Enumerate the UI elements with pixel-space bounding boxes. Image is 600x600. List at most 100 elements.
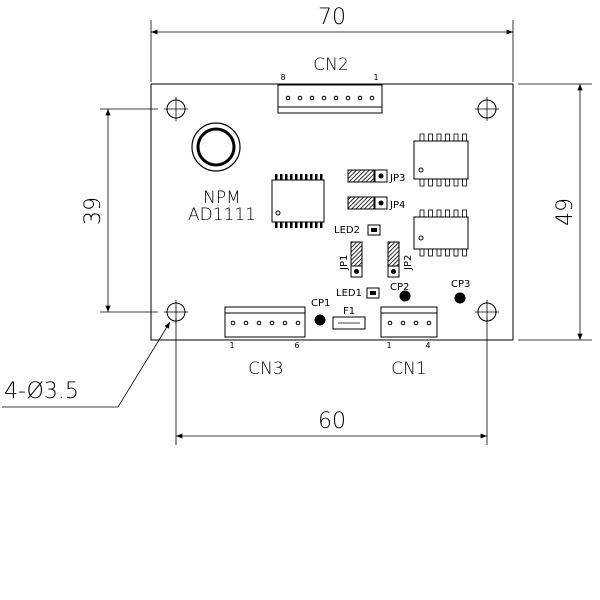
mounting-hole-bottom-right [475,300,499,324]
cn3-connector: 1 6 CN3 [224,306,306,379]
ic-lead [462,133,467,142]
ic-lead [436,209,442,218]
cn2-pin [321,95,327,101]
ic-lead [285,222,288,228]
dimension-right-height: 49 [518,83,592,341]
ic-lead [462,248,467,257]
cn1-pin [426,320,432,326]
ic-lead [453,248,459,257]
jumper-jp3: JP3 [347,169,405,184]
cn1-pin-1: 1 [386,341,391,350]
ic-lead [453,178,459,187]
ic-lead [300,222,303,228]
jp4-label: JP4 [389,200,405,211]
hole-callout-label: 4-Ø3.5 [4,379,79,404]
jumper-jp1: JP1 [339,241,363,278]
ic-lead [436,248,442,257]
cn2-pin [309,95,315,101]
led1: LED1 [336,287,380,299]
ic-lead [436,133,442,142]
ic-lead [428,178,433,187]
checkpoint-cp1: CP1 [311,298,330,326]
cn2-pin-1: 1 [373,73,378,82]
cn1-pin [413,320,419,326]
jp2-label: JP2 [403,255,414,271]
cn2-pin-8: 8 [280,73,285,82]
ic-lead [445,209,450,218]
ic-lead [462,209,467,218]
led2: LED2 [334,224,381,236]
cn2-pin [333,95,339,101]
cn3-pin-6: 6 [294,341,299,350]
ic-lead [419,248,425,257]
ic-lead [275,222,278,228]
ic-lead [436,178,442,187]
ic-lead [315,222,318,228]
cn2-pin [357,95,363,101]
ic-lead [428,209,433,218]
ic-lead [428,248,433,257]
ic-lead [453,133,459,142]
ic-lead [320,222,323,228]
cn2-pin [285,95,291,101]
mounting-holes [164,97,499,324]
jp3-label: JP3 [389,173,405,184]
f1-label: F1 [343,306,355,317]
ic-lead [428,133,433,142]
ic-lead [305,222,308,228]
ic-lead [300,174,303,180]
cn1-connector: 1 4 CN1 [380,306,438,379]
mounting-hole-bottom-left [164,300,188,324]
model-line-2: AD1111 [188,205,256,225]
led2-label: LED2 [334,225,360,236]
dimension-bottom-spacing: 60 [175,318,488,445]
led1-label: LED1 [336,288,362,299]
cp1-label: CP1 [311,298,330,309]
cn2-connector: 8 1 CN2 [277,55,383,114]
cn3-pin [282,320,288,326]
cn2-pin [345,95,351,101]
checkpoint-cp2: CP2 [390,282,411,302]
dimension-49-label: 49 [553,198,578,226]
dimension-60-label: 60 [318,409,346,434]
cp2-label: CP2 [390,282,409,293]
ic-lead [310,174,313,180]
cn2-pin [297,95,303,101]
ic-lead [285,174,288,180]
ic-lead [445,178,450,187]
jumper-jp4: JP4 [347,196,405,211]
cn1-pin [400,320,406,326]
ic-lead [275,174,278,180]
ic-lead [305,174,308,180]
cn2-pin [369,95,375,101]
dimension-top-width: 70 [150,5,514,82]
cp3-label: CP3 [451,279,470,290]
ic-lead [445,248,450,257]
round-component [191,122,241,172]
dimension-left-spacing: 39 [81,108,158,313]
ic-right-upper [413,133,469,187]
ic-soic-center [271,174,325,228]
cn3-pin [230,320,236,326]
cn3-pin [295,320,301,326]
ic-lead [419,209,425,218]
cn3-pin [269,320,275,326]
dimension-39-label: 39 [81,197,106,225]
ic-lead [320,174,323,180]
ic-lead [280,222,283,228]
mounting-hole-top-right [475,97,499,121]
hole-callout: 4-Ø3.5 [2,321,171,408]
ic-lead [315,174,318,180]
ic-right-lower [413,209,469,257]
ic-lead [290,174,293,180]
cn1-label: CN1 [391,359,426,379]
jumper-jp2: JP2 [387,241,414,278]
cn3-pin [256,320,262,326]
ic-lead [462,178,467,187]
ic-lead [295,222,298,228]
mounting-hole-top-left [164,97,188,121]
board-outline [150,83,514,341]
checkpoint-cp3: CP3 [451,279,470,304]
fuse-f1: F1 [332,306,366,330]
ic-lead [295,174,298,180]
